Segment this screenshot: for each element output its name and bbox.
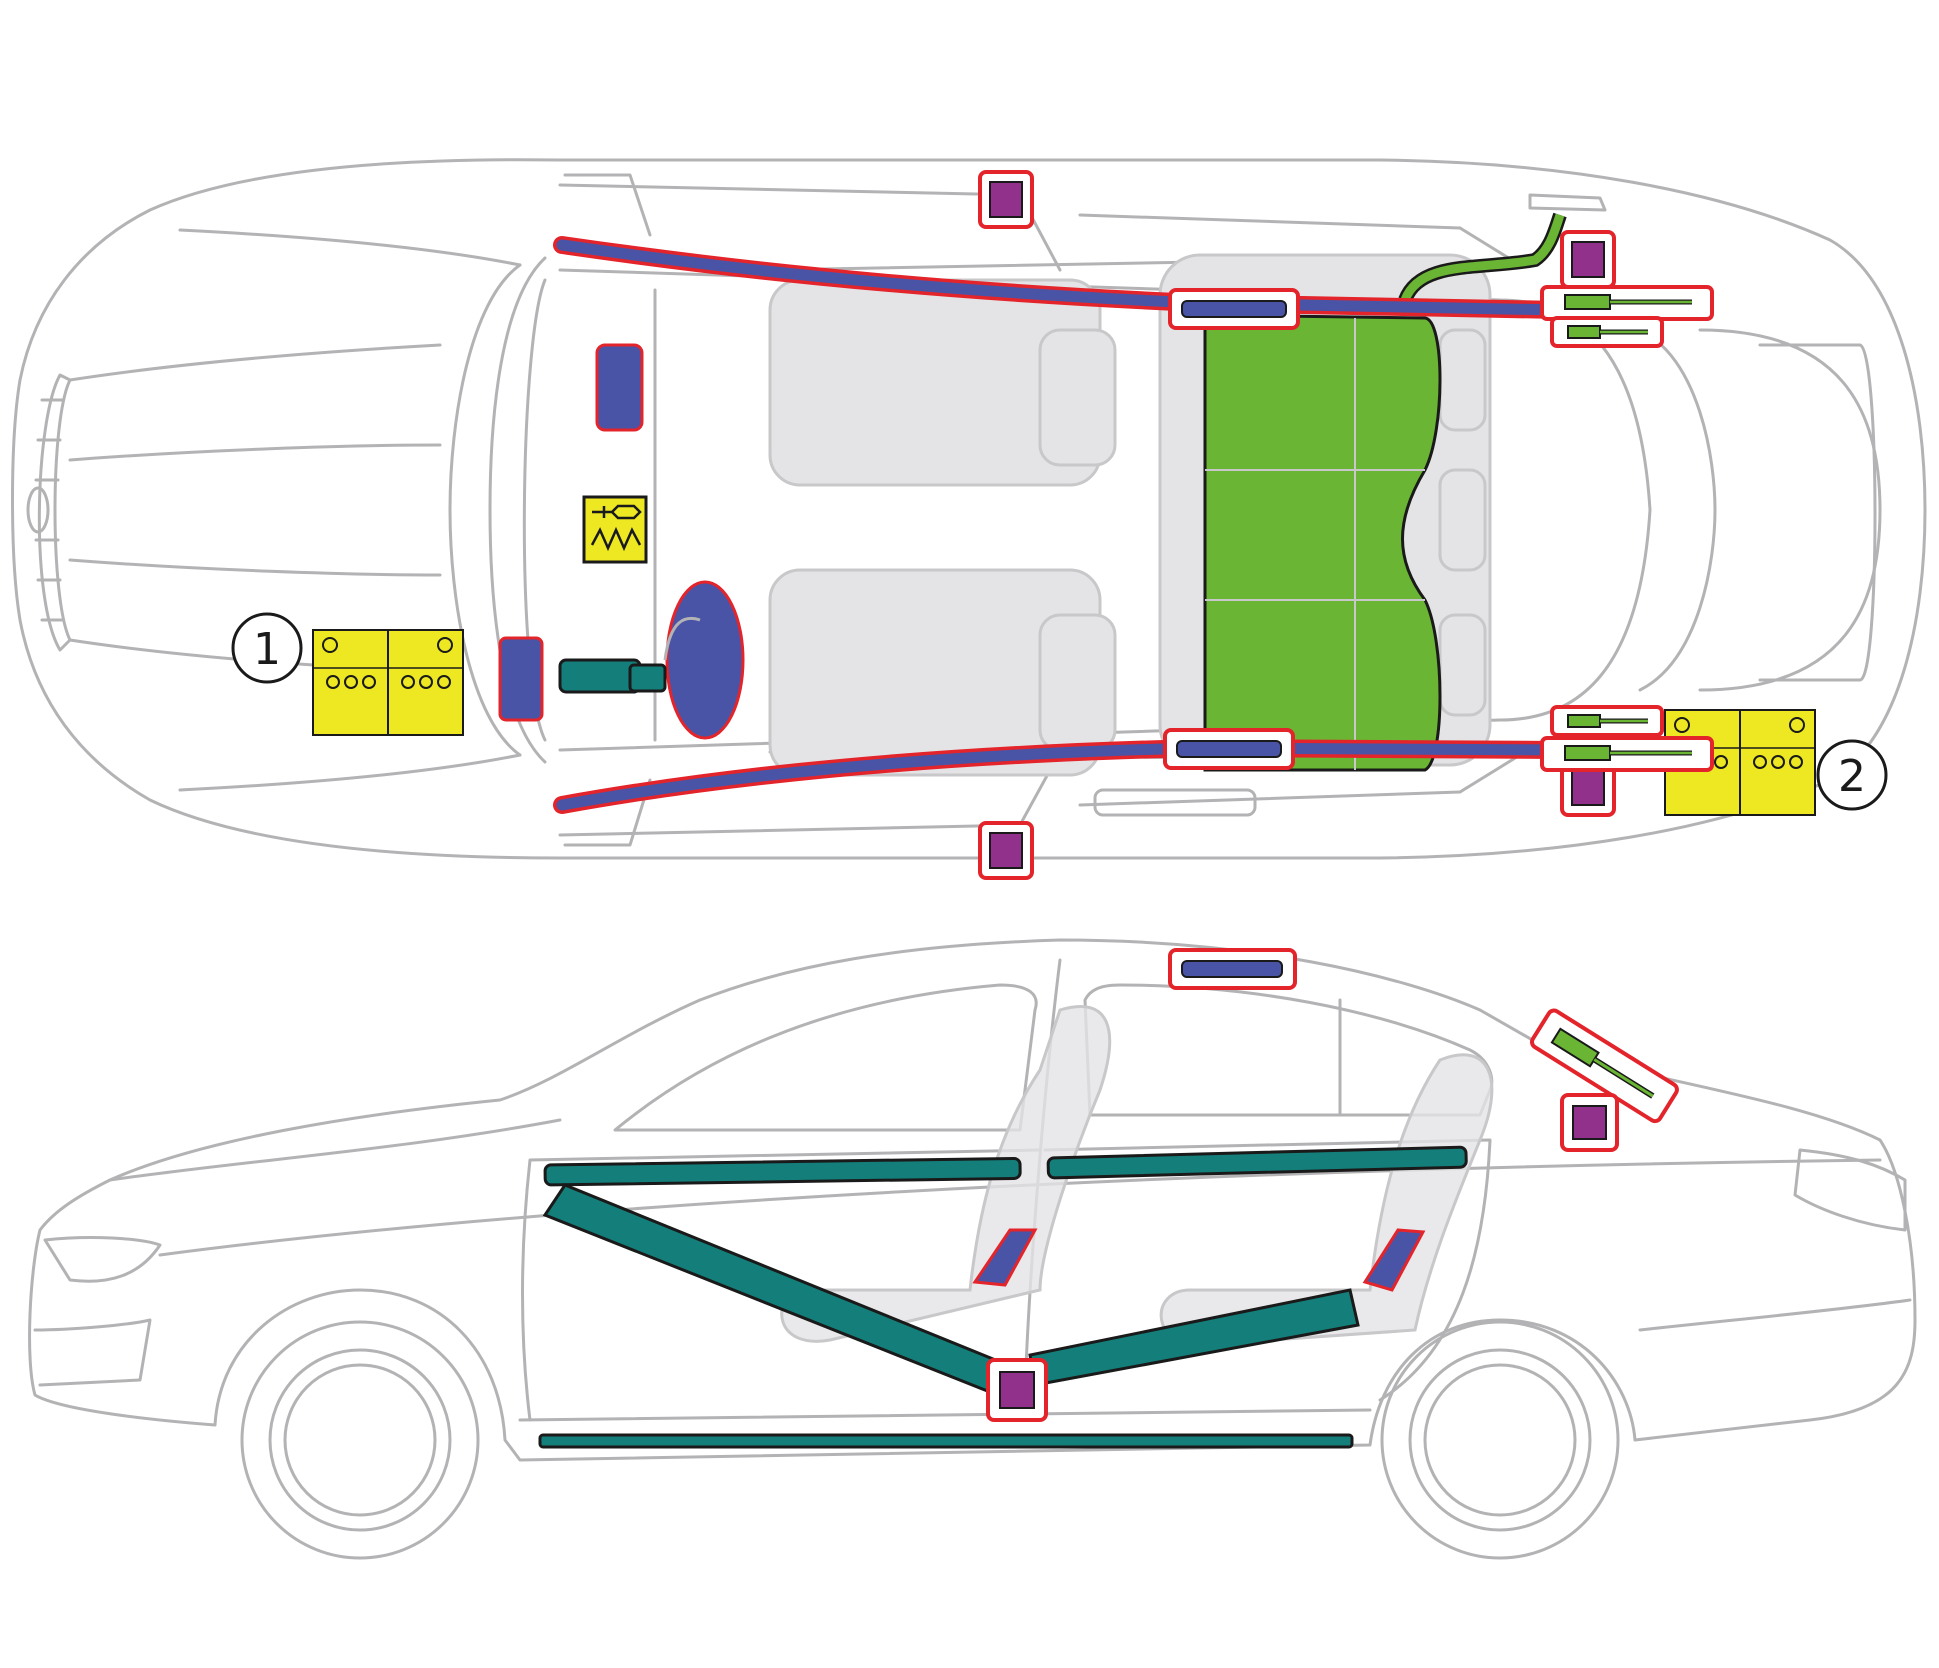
- gas-strut-icon: [1168, 288, 1300, 330]
- side-airbag-rear: [1362, 1228, 1426, 1292]
- front-bumper: [33, 1318, 152, 1387]
- knee-airbag: [498, 636, 544, 722]
- rear-window: [1638, 328, 1717, 692]
- rear-headrest-2: [1438, 468, 1487, 572]
- rear-wheel: [1408, 1348, 1592, 1532]
- passenger-airbag: [595, 343, 644, 432]
- curtain-airbag-top-fill: [556, 239, 1566, 316]
- sill-reinforcement: [538, 1433, 1354, 1449]
- hood-crease-top: [68, 343, 442, 382]
- front-door: [521, 1148, 1042, 1422]
- gas-strut-icon: [1163, 728, 1295, 770]
- rear-headrest-1: [1438, 328, 1487, 432]
- curtain-airbag-bottom-fill: [556, 742, 1566, 811]
- fuel-tank: [1203, 313, 1442, 772]
- battery-icon: [312, 629, 464, 736]
- gas-generator-icon: [986, 1358, 1048, 1422]
- fuel-filler-pipe-fill: [1400, 213, 1565, 302]
- grille: [37, 373, 72, 652]
- seatbelt-pretensioner-icon: [1540, 285, 1714, 321]
- steering-column: [558, 658, 667, 694]
- door-line-top-rear: [1078, 213, 1462, 230]
- headrest-right: [1038, 613, 1117, 752]
- mirror-top: [563, 173, 652, 237]
- side-reinforcements: [538, 1145, 1468, 1449]
- rear-door: [1043, 1138, 1492, 1402]
- headrest-left: [1038, 328, 1117, 467]
- front-seat-side: [780, 1005, 1112, 1343]
- front-window: [613, 983, 1038, 1132]
- marker-2: 2: [1816, 739, 1888, 811]
- gas-generator-icon: [1560, 230, 1616, 289]
- rear-bumper: [1638, 1298, 1912, 1332]
- door-beam-rear-upper: [1046, 1145, 1468, 1180]
- hood-edge: [448, 263, 522, 757]
- rear-quarter-bottom: [1458, 753, 1522, 794]
- trunk-outline: [1758, 343, 1877, 682]
- marker-1-label: 1: [253, 624, 281, 675]
- seatbelt-pretensioner-icon: [1550, 705, 1664, 737]
- door-beam-front-upper: [543, 1156, 1022, 1187]
- gas-strut-icon: [1168, 948, 1297, 990]
- control-unit-icon: [582, 495, 648, 564]
- driver-airbag: [665, 580, 745, 740]
- rear-headrest-3: [1438, 613, 1487, 717]
- front-rim: [283, 1363, 437, 1517]
- rear-rim: [1423, 1363, 1577, 1517]
- door-handle-strip: [1093, 788, 1257, 817]
- gas-generator-icon: [978, 821, 1034, 880]
- rear-wheel-arch: [1380, 1320, 1620, 1560]
- mirror-bottom: [563, 778, 652, 847]
- marker-2-label: 2: [1838, 751, 1866, 802]
- side-airbag-front: [972, 1228, 1038, 1287]
- side-crease: [158, 1158, 1882, 1257]
- hood-center-line: [68, 443, 442, 462]
- front-emblem: [26, 486, 50, 534]
- gas-generator-icon: [978, 170, 1034, 229]
- headlight: [43, 1236, 162, 1283]
- seatbelt-pretensioner-icon: [1550, 316, 1664, 348]
- marker-1: 1: [231, 612, 303, 684]
- hood-line-bottom: [178, 753, 522, 792]
- door-line-bottom-rear: [1078, 790, 1462, 807]
- hood-crease: [108, 1118, 562, 1182]
- hood-center-line-2: [68, 558, 442, 577]
- hood-line-top: [178, 228, 522, 267]
- roof-top-edge: [768, 260, 1202, 272]
- rear-top-spoiler: [1528, 193, 1607, 212]
- front-wheel: [268, 1348, 452, 1532]
- rear-light: [1793, 1148, 1907, 1232]
- car-side-view: [28, 938, 1917, 1560]
- gas-generator-icon: [1560, 1093, 1619, 1152]
- steering-wheel-rim: [663, 616, 701, 661]
- top-body-outline: [11, 158, 1927, 860]
- trunk-lid: [1698, 328, 1882, 692]
- seatbelt-pretensioner-icon: [1530, 1008, 1679, 1124]
- front-wheel-arch: [240, 1320, 480, 1560]
- seatbelt-pretensioner-icon: [1540, 736, 1714, 772]
- sill-line: [518, 1408, 1372, 1422]
